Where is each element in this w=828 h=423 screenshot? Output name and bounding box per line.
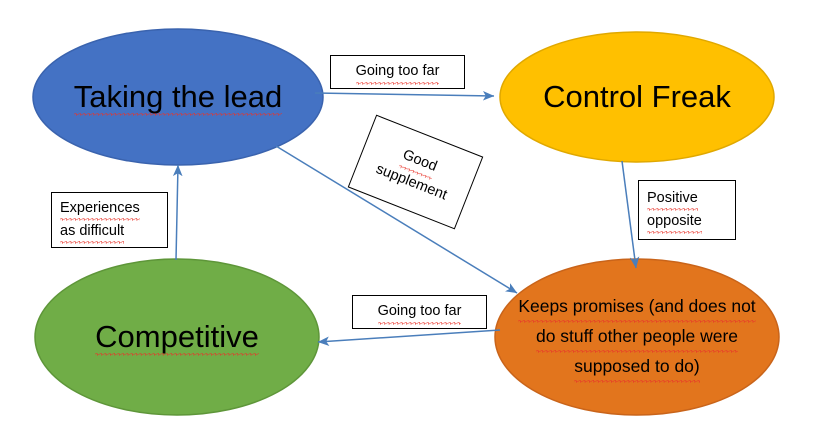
arrow-control-freak-to-keeps-promises[interactable] (621, 160, 640, 269)
edge-label-experiences-as-difficult[interactable]: Experiences as difficult (51, 192, 168, 248)
edge-label-positive-opposite[interactable]: Positive opposite (638, 180, 736, 240)
arrow-lead-to-control-freak[interactable] (314, 91, 495, 101)
edge-label-going-too-far-bottom[interactable]: Going too far (352, 295, 487, 329)
edge-label-line: as difficult (60, 220, 125, 245)
arrow-keeps-promises-to-competitive[interactable] (317, 329, 501, 347)
arrow-competitive-to-lead[interactable] (172, 164, 183, 261)
node-shape-control-freak[interactable] (499, 31, 775, 163)
edge-label-line: Positive (647, 187, 698, 212)
edge-label-text: Going too far (377, 300, 461, 326)
arrow-lead-to-keeps-promises[interactable] (275, 145, 518, 294)
edge-label-line: opposite (647, 210, 702, 235)
edge-label-text: Going too far (355, 60, 439, 86)
edge-label-going-too-far-top[interactable]: Going too far (330, 55, 465, 89)
edge-label-line: Experiences (60, 197, 140, 222)
